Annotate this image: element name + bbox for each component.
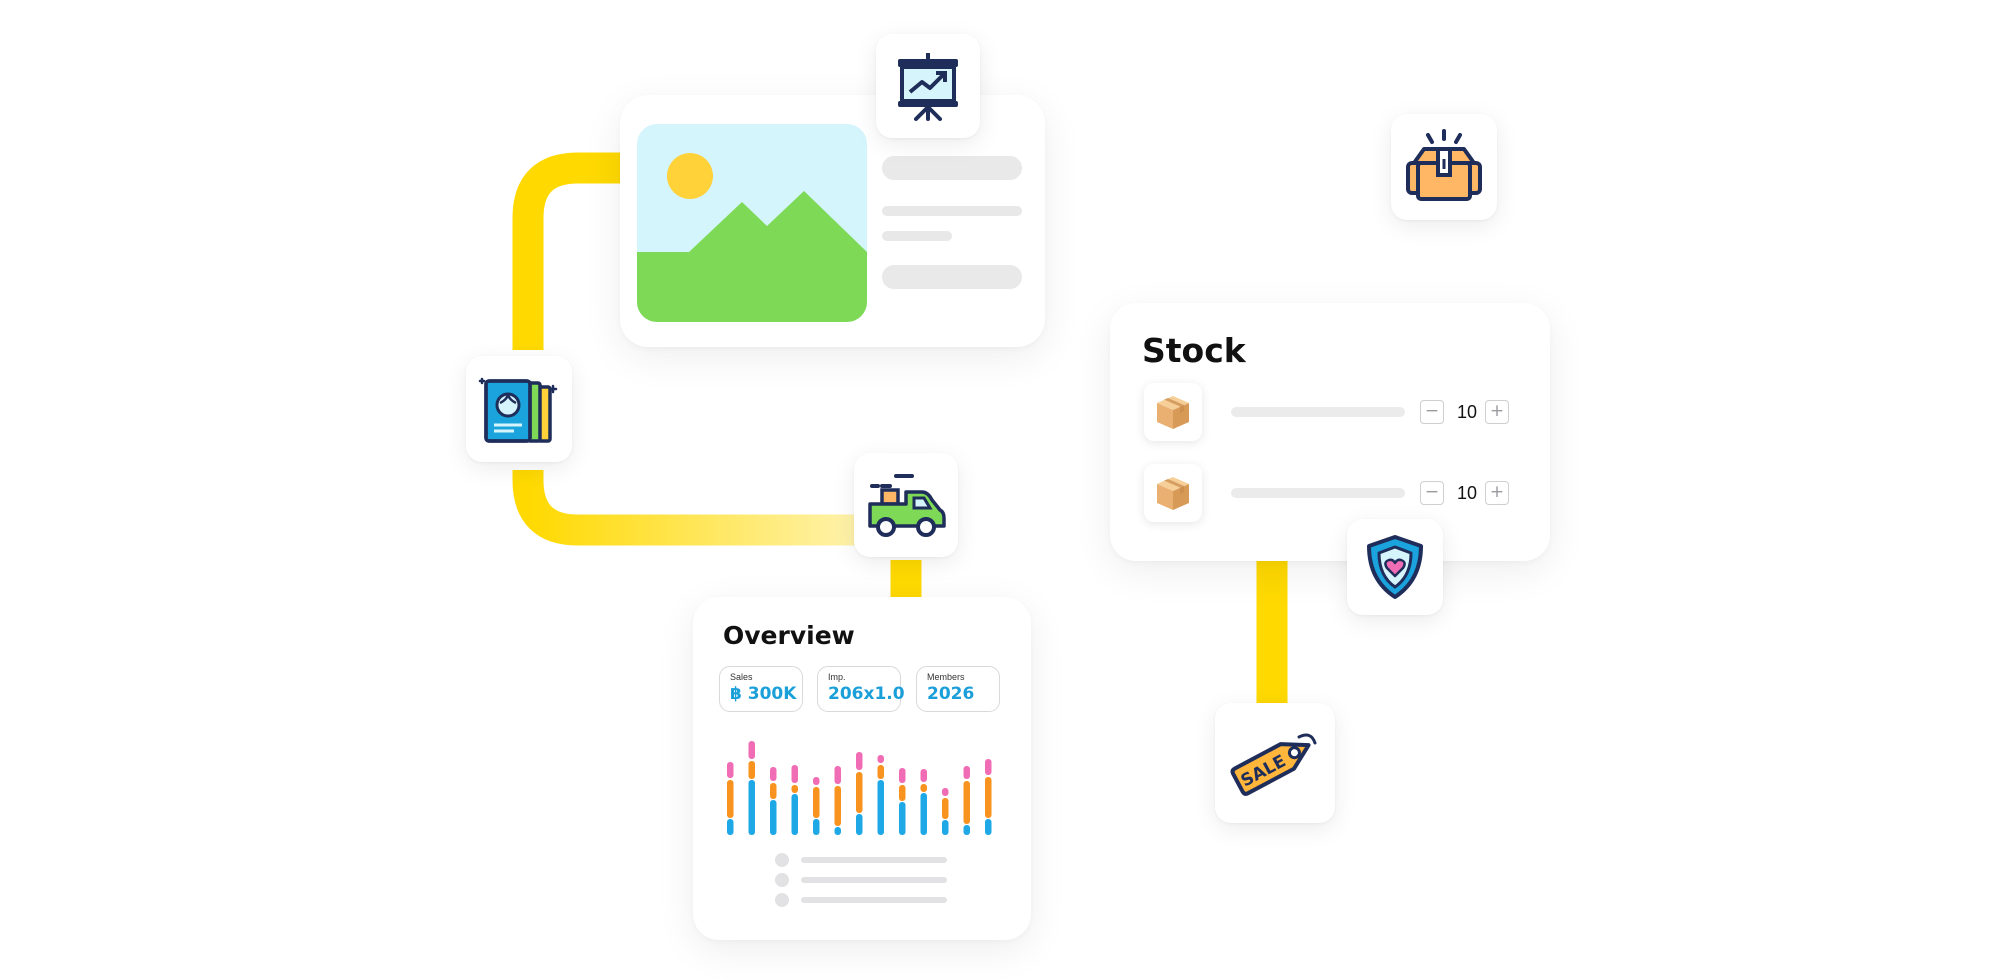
stat-label: Imp. [828,672,846,682]
bar-segment [963,825,970,835]
stock-item-thumb-1 [1144,383,1202,441]
presentation-board-icon [898,53,958,121]
increment-button[interactable]: + [1485,481,1509,505]
stat-value: ฿ 300K [730,684,797,704]
media-text-placeholder-2 [882,231,952,241]
legend-line [801,897,947,903]
bar-segment [813,777,820,785]
stock-card: Stock − 10 + − 10 + [1110,303,1550,561]
overview-card: Overview Sales ฿ 300K Imp. 206x1.0 Membe… [693,597,1031,940]
bar-segment [856,814,863,835]
bar-segment [985,819,992,835]
shield-tile[interactable] [1347,519,1443,615]
stat-members: Members 2026 [916,666,1000,712]
presentation-tile[interactable] [876,34,980,138]
decrement-button[interactable]: − [1420,481,1444,505]
increment-button[interactable]: + [1485,400,1509,424]
legend-line [801,877,947,883]
stock-item-thumb-2 [1144,464,1202,522]
sale-tag-icon: SALE [1230,733,1317,796]
delivery-truck-icon [868,474,946,537]
bar-segment [770,767,777,781]
stat-label: Members [927,672,965,682]
bar-segment [791,794,798,835]
bar-segment [920,793,927,835]
book-tile[interactable] [466,356,572,462]
bar-segment [920,784,927,792]
bar-segment [727,780,734,818]
quantity-value: 10 [1456,483,1478,503]
bar-segment [791,765,798,783]
box-icon [1157,396,1189,429]
book-folder-icon [478,377,558,443]
package-tile[interactable] [1391,114,1497,220]
stat-label: Sales [730,672,753,682]
stat-value: 206x1.0 [828,684,905,704]
stat-value: 2026 [927,684,975,704]
bar-segment [813,787,820,818]
overview-title: Overview [723,621,855,650]
bar-segment [899,802,906,835]
bar-segment [834,827,841,835]
bar-segment [727,819,734,835]
decrement-button[interactable]: − [1420,400,1444,424]
bar-segment [770,783,777,799]
bar-segment [942,798,949,819]
track-left-top [512,152,620,350]
box-icon [1157,477,1189,510]
quantity-value: 10 [1456,402,1478,422]
bar-segment [856,752,863,770]
media-title-placeholder [882,156,1022,180]
bar-segment [963,781,970,824]
bar-segment [770,800,777,835]
track-left-bottom [512,470,865,546]
bar-segment [856,772,863,813]
bar-segment [877,765,884,779]
stock-title: Stock [1142,331,1246,370]
legend-dot [775,893,789,907]
bar-segment [727,762,734,778]
bar-segment [942,820,949,835]
bar-segment [985,777,992,818]
bar-segment [748,780,755,835]
media-text-placeholder-1 [882,206,1022,216]
bar-segment [985,759,992,775]
bar-segment [899,768,906,783]
bar-segment [877,755,884,763]
legend-line [801,857,947,863]
bar-segment [834,766,841,784]
bar-segment [791,785,798,793]
bar-segment [963,766,970,779]
bar-segment [748,761,755,779]
bar-segment [899,785,906,801]
truck-tile[interactable] [854,453,958,557]
bar-segment [920,769,927,782]
bar-segment [813,819,820,835]
legend-dot [775,853,789,867]
landscape-image-icon [637,124,867,322]
bar-segment [877,780,884,835]
stat-sales: Sales ฿ 300K [719,666,803,712]
open-package-icon [1406,129,1482,201]
stat-impressions: Imp. 206x1.0 [817,666,905,712]
sale-tile[interactable]: SALE [1215,703,1335,823]
stacked-bar-chart [727,741,992,835]
stock-item-name-placeholder-2 [1231,488,1405,498]
media-button-placeholder [882,265,1022,289]
media-card [620,95,1045,347]
stock-item-name-placeholder-1 [1231,407,1405,417]
shield-heart-icon [1367,535,1423,599]
legend-dot [775,873,789,887]
bar-segment [748,741,755,759]
bar-segment [834,786,841,826]
bar-segment [942,788,949,796]
